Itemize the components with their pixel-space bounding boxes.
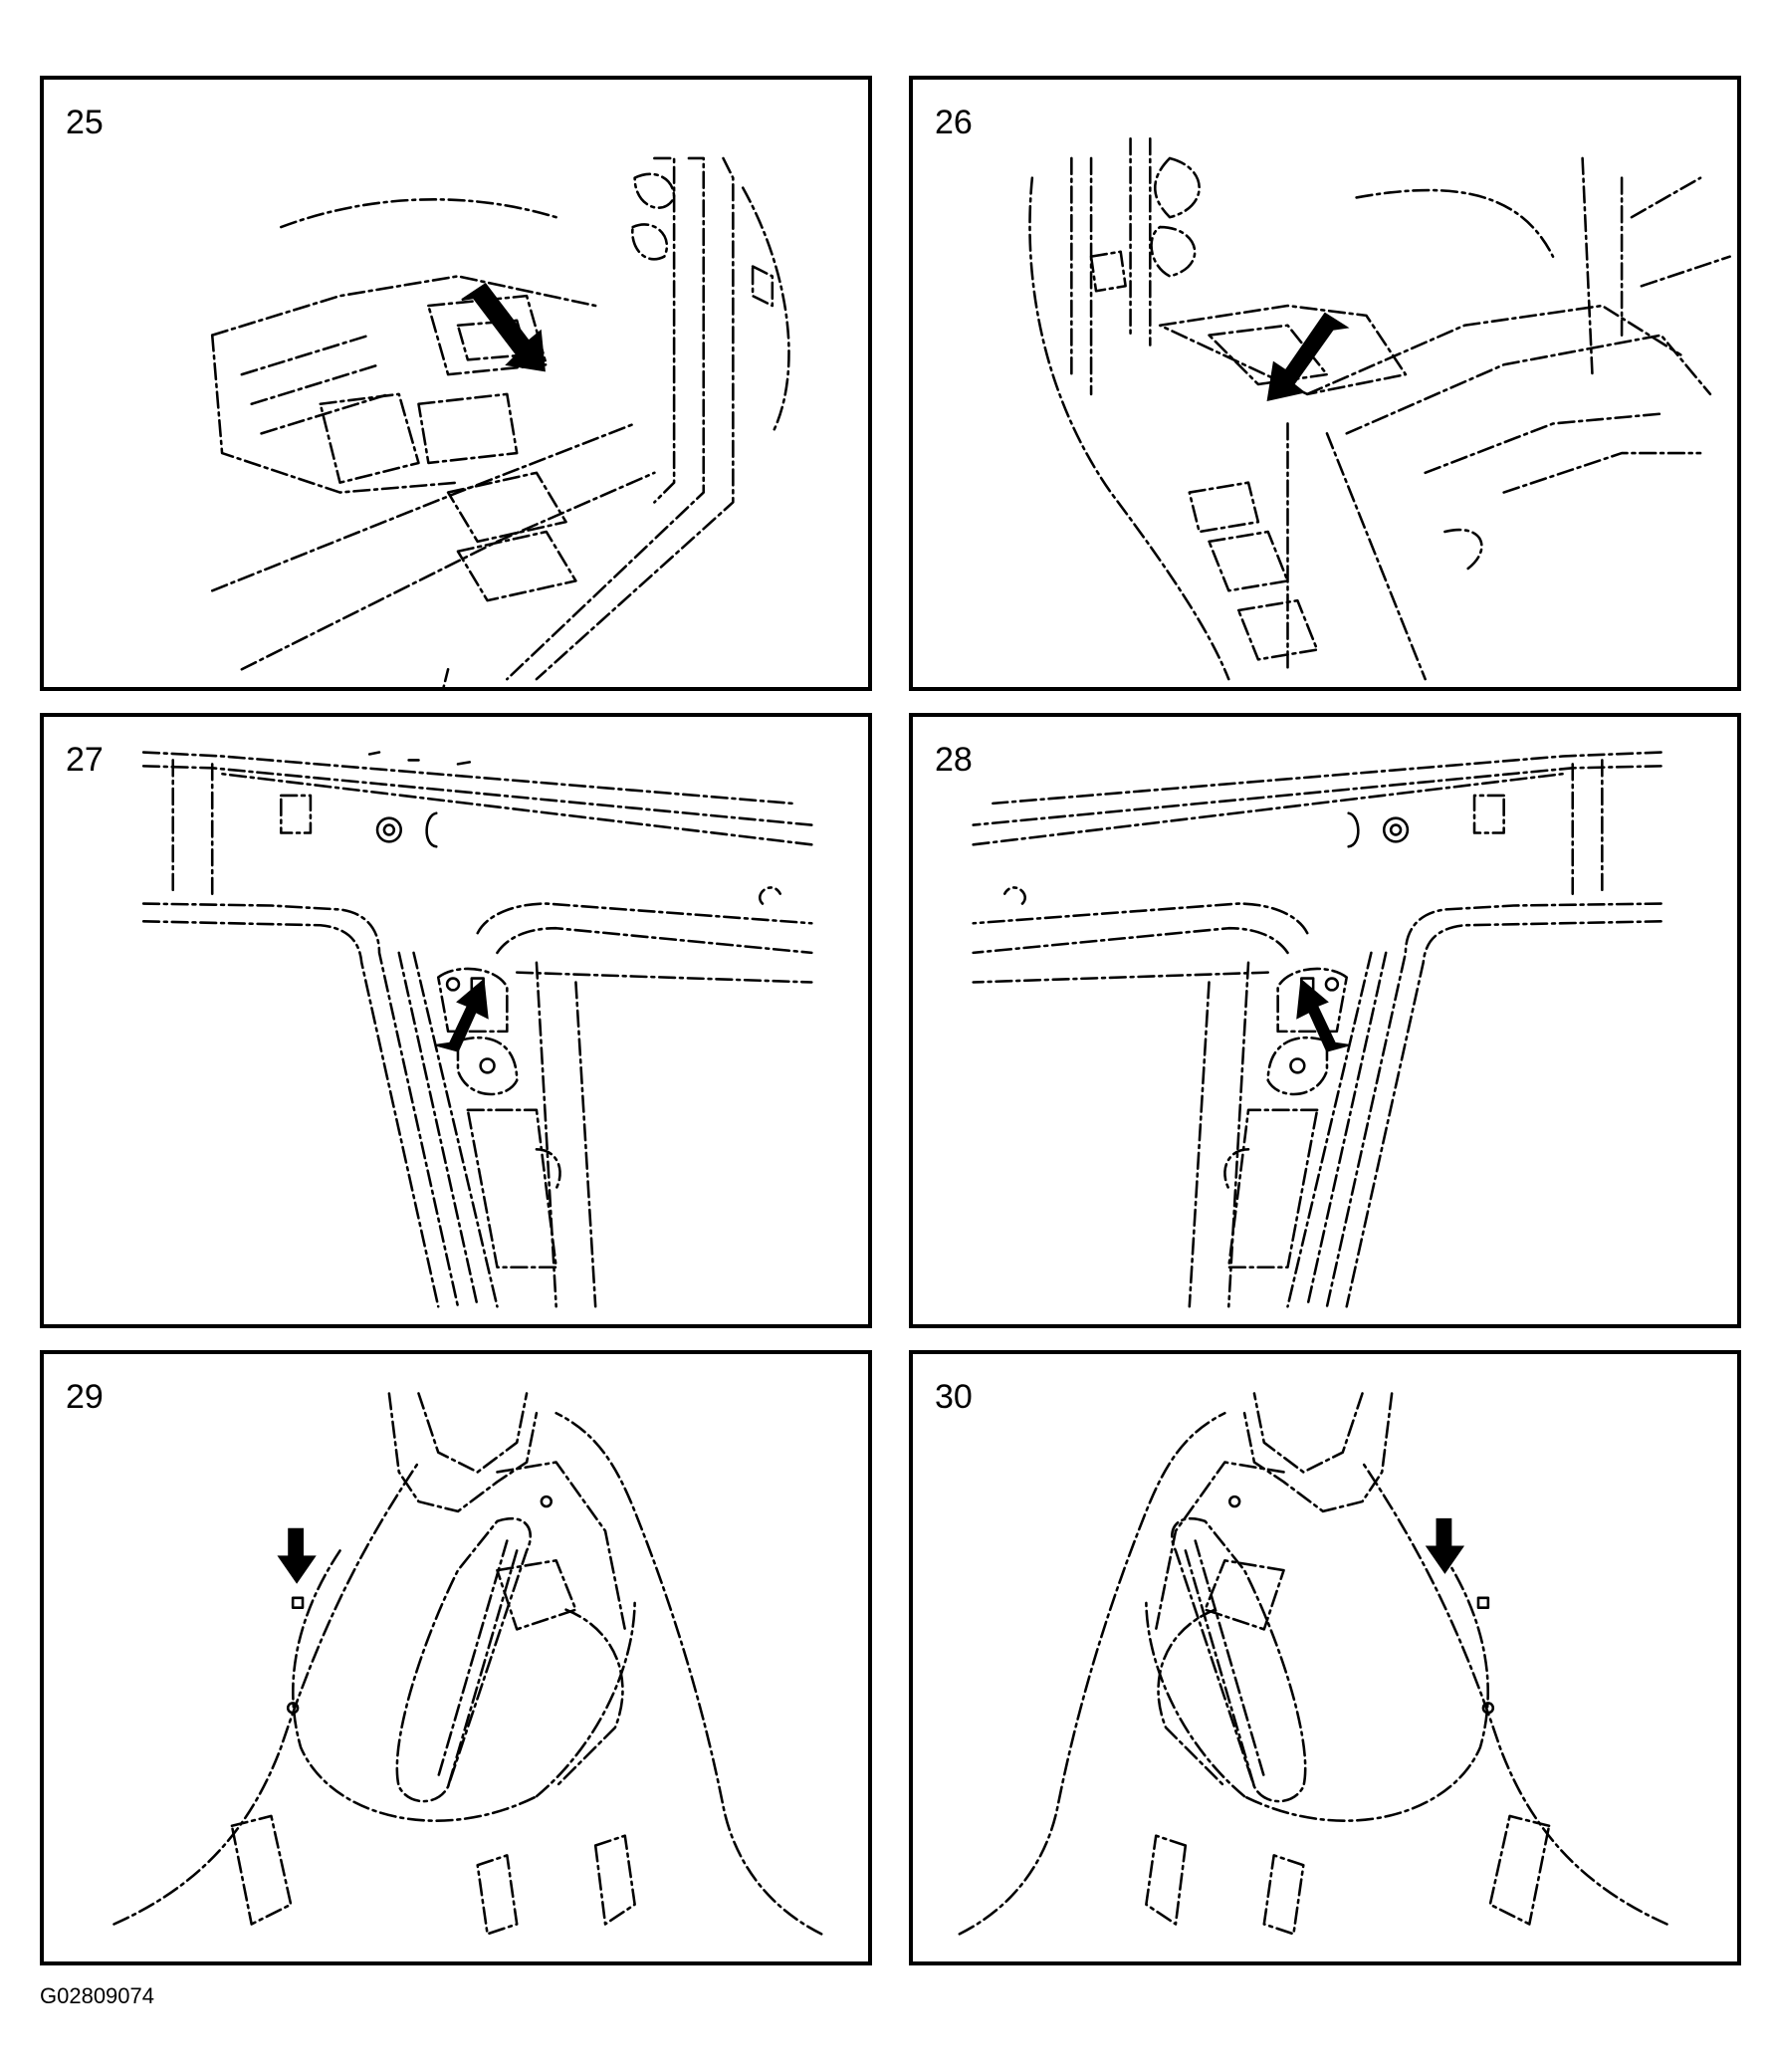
step-number: 26	[935, 104, 973, 141]
figure-code: G02809074	[40, 1983, 154, 2008]
step-number: 27	[66, 741, 104, 779]
wheelhouse-illustration	[958, 1392, 1668, 1936]
step-number: 30	[935, 1378, 973, 1416]
arrow-icon	[277, 1527, 317, 1584]
step-29-panel: 29	[40, 1350, 872, 1965]
floor-pan-illustration	[1028, 136, 1731, 681]
floor-pan-illustration	[210, 156, 790, 687]
arrow-icon	[1266, 312, 1350, 402]
step-27-panel: 27	[40, 713, 872, 1328]
step-30-panel: 30	[909, 1350, 1741, 1965]
step-number: 28	[935, 741, 973, 779]
step-26-panel: 26	[909, 76, 1741, 691]
step-25-panel: 25	[40, 76, 872, 691]
pillar-illustration	[972, 751, 1662, 1308]
step-number: 29	[66, 1378, 104, 1416]
arrow-icon	[1296, 978, 1349, 1052]
arrow-icon	[1425, 1517, 1465, 1574]
pillar-illustration	[141, 751, 813, 1308]
step-28-panel: 28	[909, 713, 1741, 1328]
step-number: 25	[66, 104, 104, 141]
wheelhouse-illustration	[112, 1392, 823, 1936]
arrow-icon	[461, 282, 546, 372]
arrow-icon	[435, 978, 489, 1052]
